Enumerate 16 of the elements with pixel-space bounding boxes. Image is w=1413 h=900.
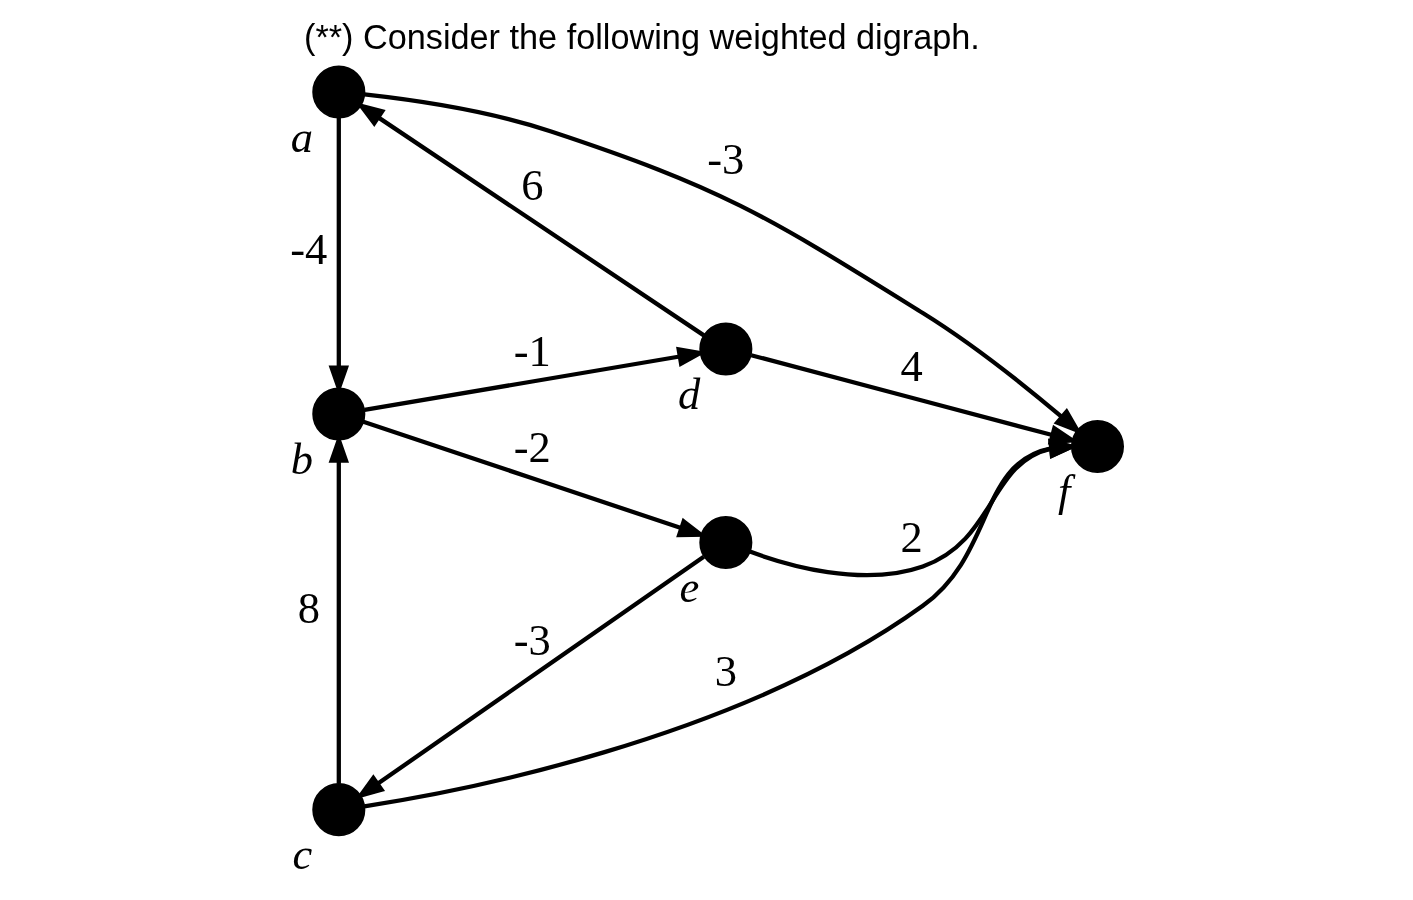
edge-label: -3 xyxy=(706,133,744,184)
node-label: c xyxy=(292,829,312,880)
edge-label: 3 xyxy=(714,645,737,696)
edge-label: 2 xyxy=(900,512,923,563)
edge-label: -1 xyxy=(513,325,551,376)
edge-label: 4 xyxy=(900,341,923,392)
edge-label: 6 xyxy=(520,159,543,210)
node-label: e xyxy=(679,562,699,613)
node-label: d xyxy=(677,368,700,419)
node-label: b xyxy=(290,433,313,484)
edge-label: -2 xyxy=(513,421,551,472)
edge-label: -3 xyxy=(513,615,551,666)
edge-label: -4 xyxy=(289,223,327,274)
diagram-title: (**) Consider the following weighted digraph. xyxy=(303,18,980,57)
node-label: a xyxy=(290,111,313,162)
edge-label: 8 xyxy=(297,582,320,633)
